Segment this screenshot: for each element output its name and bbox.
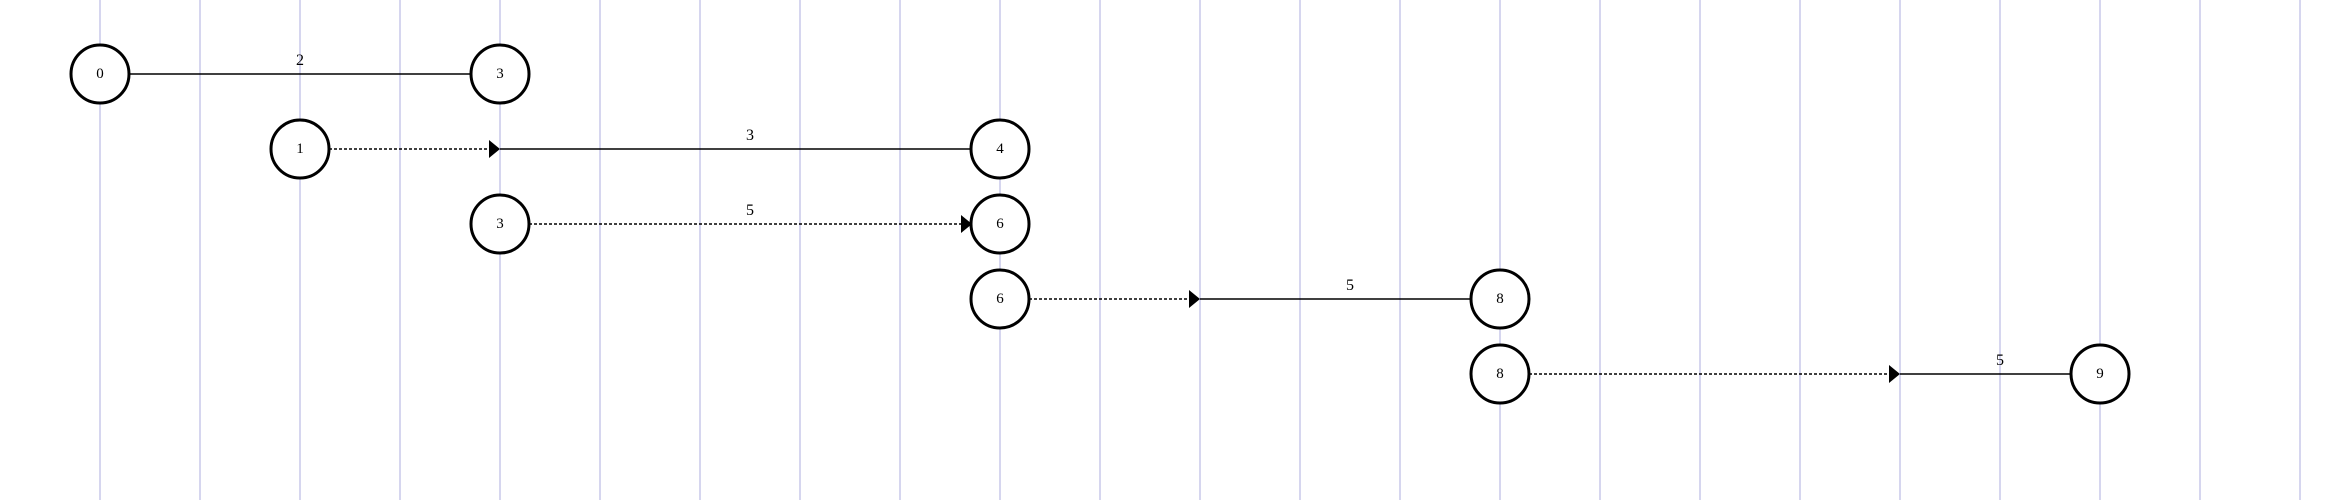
node-label: 9 [2096, 366, 2104, 382]
node-circle [269, 118, 331, 180]
node-label: 6 [996, 291, 1004, 307]
node-circle [469, 43, 531, 105]
edge-label: 5 [746, 202, 754, 219]
edge-label: 5 [1996, 352, 2004, 369]
node-circle [969, 193, 1031, 255]
grid [99, 0, 2301, 500]
node-label: 0 [96, 66, 104, 82]
node-label: 8 [1496, 366, 1504, 382]
edge-label: 2 [296, 52, 304, 69]
node-label: 3 [496, 216, 504, 232]
arrowhead-icon [961, 215, 972, 233]
event-node: 6 [969, 193, 1031, 255]
node-label: 1 [296, 141, 304, 157]
node-circle [2069, 343, 2131, 405]
edges: 2 3 5 5 5 [119, 52, 2071, 383]
event-node: 3 [469, 193, 531, 255]
nodes: 0 3 1 4 3 6 6 8 8 9 [69, 43, 2131, 405]
edge-label: 5 [1346, 277, 1354, 294]
node-circle [969, 268, 1031, 330]
event-node: 6 [969, 268, 1031, 330]
node-circle [1469, 268, 1531, 330]
edge-label: 3 [746, 127, 754, 144]
event-node: 4 [969, 118, 1031, 180]
node-label: 6 [996, 216, 1004, 232]
node-circle [1469, 343, 1531, 405]
node-label: 8 [1496, 291, 1504, 307]
event-node: 0 [69, 43, 131, 105]
event-node: 1 [269, 118, 331, 180]
event-node: 8 [1469, 268, 1531, 330]
node-label: 4 [996, 141, 1004, 157]
node-circle [969, 118, 1031, 180]
event-node: 3 [469, 43, 531, 105]
node-label: 3 [496, 66, 504, 82]
event-node: 8 [1469, 343, 1531, 405]
arrowhead-icon [1189, 290, 1200, 308]
arrowhead-icon [1889, 365, 1900, 383]
arrowhead-icon [489, 140, 500, 158]
event-node: 9 [2069, 343, 2131, 405]
node-circle [69, 43, 131, 105]
node-circle [469, 193, 531, 255]
